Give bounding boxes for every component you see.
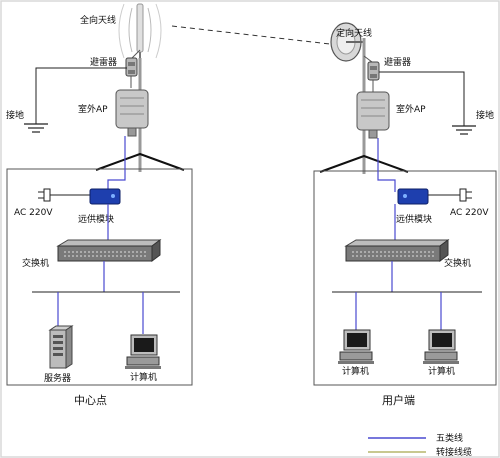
wireless-link bbox=[171, 25, 331, 45]
computer-icon bbox=[125, 334, 161, 369]
user-site-caption: 用户端 bbox=[382, 393, 415, 407]
ground-label: 接地 bbox=[6, 109, 24, 121]
outdoor-ap-icon bbox=[356, 91, 390, 139]
switch-icon bbox=[344, 239, 450, 262]
lightning-arrester-icon bbox=[363, 55, 380, 92]
ground-icon bbox=[24, 123, 48, 133]
left-tripod bbox=[95, 152, 185, 171]
right-tripod bbox=[319, 154, 409, 173]
ground-label: 接地 bbox=[476, 109, 494, 121]
power-plug-icon bbox=[459, 188, 472, 202]
computer-icon bbox=[338, 329, 374, 364]
central-site-frame bbox=[6, 168, 193, 386]
computer-label: 计算机 bbox=[342, 365, 369, 377]
outdoor-ap-icon bbox=[115, 89, 149, 137]
poe-module-icon bbox=[89, 188, 121, 205]
cat5-cable bbox=[377, 138, 396, 192]
power-label: AC 220V bbox=[450, 208, 489, 218]
directional-antenna-icon bbox=[330, 22, 364, 62]
user-site-frame bbox=[313, 170, 497, 386]
omni-antenna-icon bbox=[118, 3, 162, 62]
omni-antenna-label: 全向天线 bbox=[80, 14, 116, 26]
switch-label: 交换机 bbox=[444, 257, 471, 269]
ground-wire bbox=[379, 71, 465, 126]
power-label: AC 220V bbox=[14, 208, 53, 218]
outdoor-ap-label: 室外AP bbox=[396, 103, 426, 115]
server-label: 服务器 bbox=[44, 372, 71, 384]
arrester-label: 避雷器 bbox=[384, 56, 411, 68]
switch-icon bbox=[56, 239, 162, 262]
switch-label: 交换机 bbox=[22, 257, 49, 269]
computer-icon bbox=[423, 329, 459, 364]
legend-jumper-label: 转接线缆 bbox=[436, 446, 472, 458]
ground-wire bbox=[35, 67, 127, 124]
poe-label: 远供模块 bbox=[396, 213, 432, 225]
poe-label: 远供模块 bbox=[78, 213, 114, 225]
computer-label: 计算机 bbox=[428, 365, 455, 377]
ground-icon bbox=[452, 125, 476, 135]
poe-module-icon bbox=[397, 188, 429, 205]
legend-cat5-label: 五类线 bbox=[436, 432, 463, 444]
cat5-cable bbox=[107, 136, 126, 192]
lightning-arrester-icon bbox=[125, 49, 141, 88]
directional-antenna-label: 定向天线 bbox=[336, 27, 372, 39]
computer-label: 计算机 bbox=[130, 371, 157, 383]
power-plug-icon bbox=[38, 188, 51, 202]
arrester-label: 避雷器 bbox=[90, 56, 117, 68]
outdoor-ap-label: 室外AP bbox=[78, 103, 108, 115]
central-site-caption: 中心点 bbox=[74, 394, 107, 407]
server-icon bbox=[48, 325, 74, 369]
